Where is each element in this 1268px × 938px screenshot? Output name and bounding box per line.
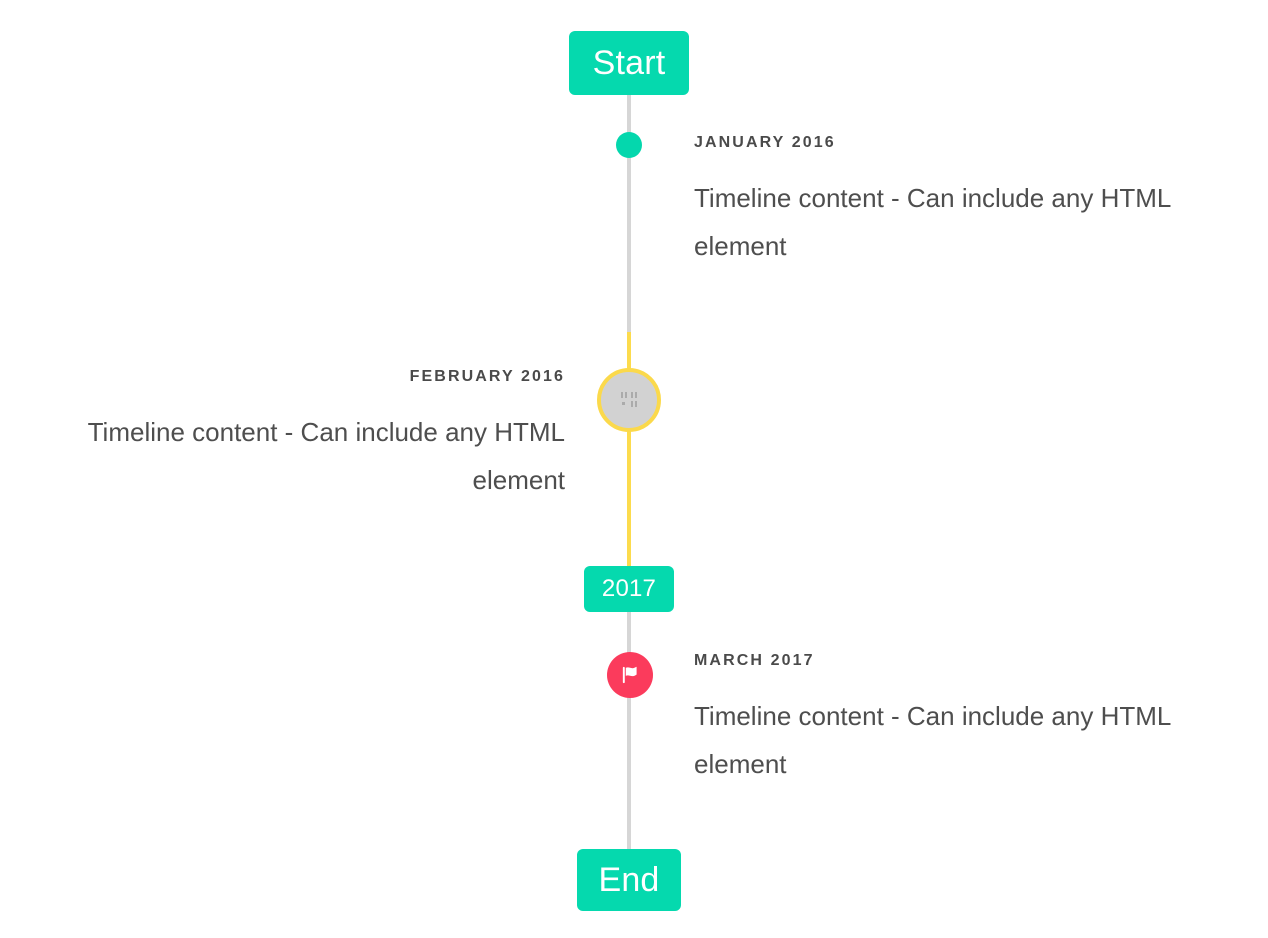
timeline-entry-february: FEBRUARY 2016 Timeline content - Can inc… (20, 368, 565, 504)
timeline-end-badge[interactable]: End (577, 849, 681, 911)
timeline-marker-image[interactable] (597, 368, 661, 432)
timeline-line-segment-highlight (627, 332, 631, 566)
broken-image-icon (621, 392, 637, 408)
circle-dot-icon[interactable] (616, 132, 642, 158)
flag-icon (622, 666, 637, 684)
timeline-entry-march: MARCH 2017 Timeline content - Can includ… (694, 652, 1234, 788)
timeline-entry-body: Timeline content - Can include any HTML … (694, 700, 1171, 779)
timeline-start-badge[interactable]: Start (569, 31, 689, 95)
timeline-entry-date: JANUARY 2016 (694, 134, 836, 151)
timeline-year-badge[interactable]: 2017 (584, 566, 674, 612)
timeline-entry-body: Timeline content - Can include any HTML … (694, 182, 1171, 261)
timeline-entry-date: FEBRUARY 2016 (409, 368, 565, 385)
timeline-entry-body: Timeline content - Can include any HTML … (87, 416, 565, 495)
timeline-line-segment-top (627, 88, 631, 332)
timeline-entry-date: MARCH 2017 (694, 652, 815, 669)
timeline-entry-january: JANUARY 2016 Timeline content - Can incl… (694, 134, 1234, 270)
timeline-line-segment-bottom (627, 610, 631, 855)
timeline-marker-flag[interactable] (607, 652, 653, 698)
